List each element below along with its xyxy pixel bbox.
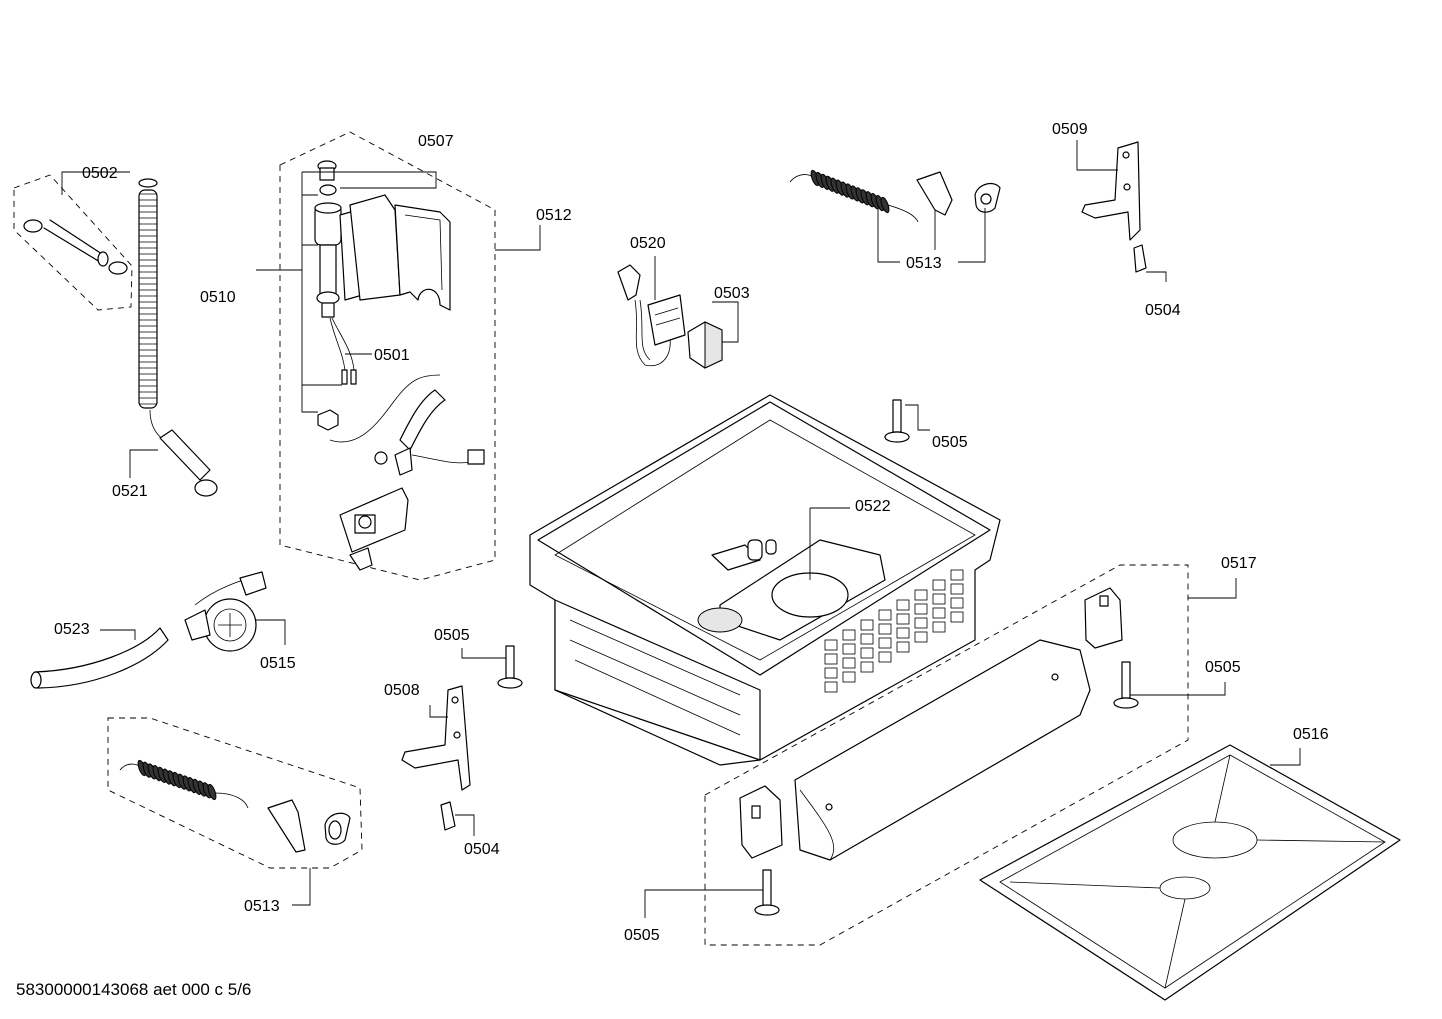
label-0509: 0509 (1052, 121, 1088, 138)
label-0505-mid: 0505 (434, 627, 470, 644)
screw-bottom (754, 869, 780, 916)
label-0513-bottom: 0513 (244, 898, 280, 915)
part-labels: 0502 0507 0512 0510 0501 0521 0520 0503 … (54, 121, 1329, 944)
label-0503: 0503 (714, 285, 750, 302)
kick-panel-group (704, 564, 1189, 946)
pump-and-hose (30, 571, 267, 689)
label-0515: 0515 (260, 655, 296, 672)
label-0520: 0520 (630, 235, 666, 252)
hose-clamp-kit (13, 174, 133, 311)
label-0505-bottom: 0505 (624, 927, 660, 944)
label-0501: 0501 (374, 347, 410, 364)
label-0508: 0508 (384, 682, 420, 699)
label-0504-bottom: 0504 (464, 841, 500, 858)
label-0504-top: 0504 (1145, 302, 1181, 319)
label-0516: 0516 (1293, 726, 1329, 743)
label-0521: 0521 (112, 483, 148, 500)
label-0522: 0522 (855, 498, 891, 515)
label-0523: 0523 (54, 621, 90, 638)
screw-right (1113, 661, 1139, 709)
label-0507: 0507 (418, 133, 454, 150)
cable-harness (617, 264, 723, 369)
hinge-bracket-top (1081, 141, 1147, 273)
label-0502: 0502 (82, 165, 118, 182)
screw-mid (497, 645, 523, 689)
dishwasher-base (529, 394, 1001, 766)
hinge-bracket-bottom (401, 685, 471, 831)
label-0505-right: 0505 (1205, 659, 1241, 676)
valve-assembly-group (279, 131, 496, 581)
label-0517: 0517 (1221, 555, 1257, 572)
label-0512: 0512 (536, 207, 572, 224)
drain-hose (138, 178, 218, 497)
label-0513-top: 0513 (906, 255, 942, 272)
door-spring-bottom (107, 717, 363, 869)
screw-top (884, 399, 910, 443)
document-id: 58300000143068 aet 000 c 5/6 (16, 980, 252, 999)
door-spring-top (789, 169, 1001, 223)
label-0510: 0510 (200, 289, 236, 306)
leader-lines (61, 140, 1301, 918)
base-plate (979, 744, 1401, 1001)
label-0505-top: 0505 (932, 434, 968, 451)
